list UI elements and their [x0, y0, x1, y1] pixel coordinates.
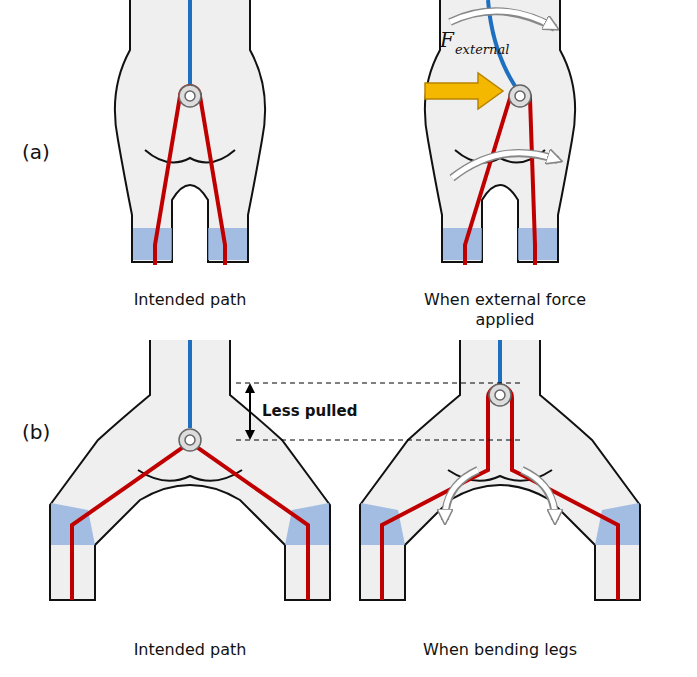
- force-symbol: F: [440, 28, 454, 53]
- caption-label: When external force applied: [405, 290, 605, 330]
- body-external-force: [425, 0, 575, 265]
- force-subscript: external: [455, 42, 509, 58]
- body-intended-b: [50, 340, 330, 600]
- caption-label: Intended path: [134, 640, 247, 660]
- body-bending-legs: [360, 340, 640, 600]
- panel-letter: (b): [22, 420, 50, 445]
- caption-label: When bending legs: [423, 640, 577, 660]
- caption-label: Intended path: [134, 290, 247, 310]
- less-pulled-dimension: [236, 383, 520, 440]
- dimension-label: Less pulled: [262, 402, 357, 421]
- panel-letter: (a): [22, 140, 50, 165]
- body-intended-a: [115, 0, 265, 265]
